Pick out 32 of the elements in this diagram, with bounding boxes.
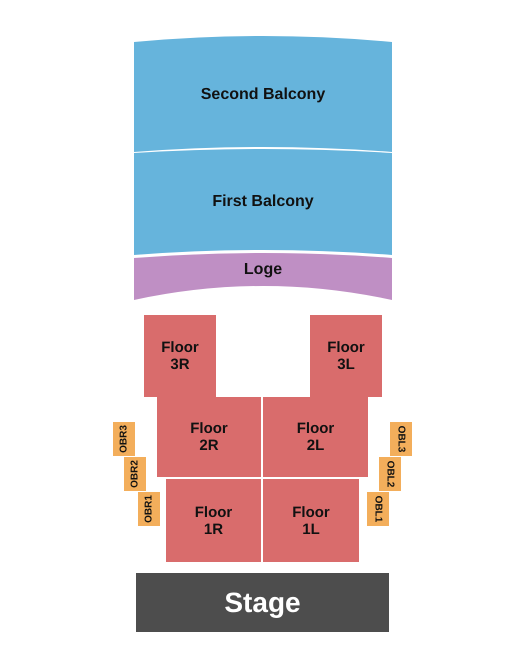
floor-section xyxy=(263,479,359,562)
stage-label: Stage xyxy=(223,586,302,618)
section-label: OBL3 xyxy=(396,426,406,452)
box-seat-section xyxy=(124,457,146,491)
section-label: Floor 3R xyxy=(160,338,200,374)
floor-section xyxy=(157,397,261,477)
section-label: Floor 2R xyxy=(189,420,229,454)
section-label: Floor 1L xyxy=(291,503,331,538)
section-label: OBR1 xyxy=(144,495,154,523)
box-seat-section xyxy=(367,492,389,526)
section-label: OBR3 xyxy=(118,425,130,453)
box-seat-section xyxy=(113,422,135,456)
stage-area xyxy=(136,573,389,632)
section-label: First Balcony xyxy=(211,193,315,211)
section-label: Floor 3L xyxy=(326,338,366,374)
section-label: Floor 2L xyxy=(296,420,336,454)
section-label: Floor 1R xyxy=(194,503,234,538)
floor-section xyxy=(263,397,368,477)
section-label: Loge xyxy=(242,261,284,279)
balcony-section xyxy=(134,149,392,255)
section-label: OBL2 xyxy=(384,460,396,488)
section-label: Second Balcony xyxy=(200,86,326,104)
box-seat-section xyxy=(379,457,401,491)
balcony-section xyxy=(134,36,392,154)
section-label: OBR2 xyxy=(130,460,140,488)
loge-section xyxy=(134,252,392,300)
floor-section xyxy=(144,315,216,397)
floor-section xyxy=(310,315,382,397)
box-seat-section xyxy=(390,422,412,456)
box-seat-section xyxy=(138,492,160,526)
floor-section xyxy=(166,479,261,562)
section-label: OBL1 xyxy=(372,496,384,522)
